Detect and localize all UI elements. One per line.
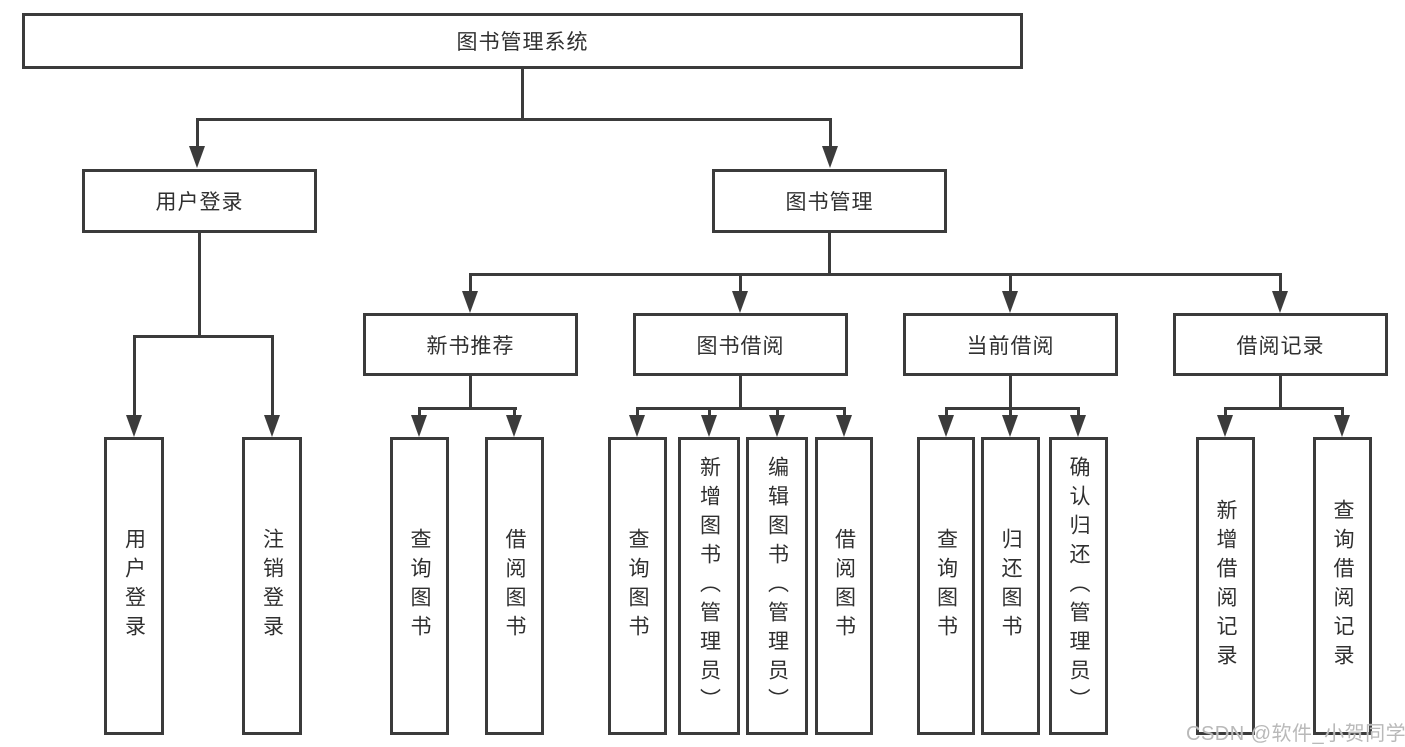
connector-line	[828, 118, 832, 150]
connector-line	[1278, 273, 1282, 295]
leaf-newbook-query-books: 查询图书	[390, 437, 449, 735]
connector-line	[1008, 407, 1012, 419]
leaf-label: 借阅图书	[832, 528, 856, 644]
connector-line	[828, 233, 831, 273]
connector-line	[468, 273, 1282, 276]
connector-line	[1341, 407, 1344, 419]
node-book-management: 图书管理	[712, 169, 947, 233]
arrowhead-down-icon	[822, 146, 838, 168]
arrowhead-down-icon	[836, 415, 852, 437]
connector-line	[738, 273, 742, 295]
node-user-login: 用户登录	[82, 169, 317, 233]
connector-line	[1076, 407, 1080, 419]
connector-line	[635, 407, 846, 410]
node-new-book-recommend: 新书推荐	[363, 313, 578, 376]
leaf-records-query-record: 查询借阅记录	[1313, 437, 1372, 735]
node-root: 图书管理系统	[22, 13, 1023, 69]
leaf-label: 查询借阅记录	[1331, 499, 1354, 673]
arrowhead-down-icon	[938, 415, 954, 437]
leaf-borrow-edit-books-admin: 编辑图书（管理员）	[746, 437, 808, 735]
arrowhead-down-icon	[769, 415, 785, 437]
leaf-label: 借阅图书	[503, 528, 526, 644]
arrowhead-down-icon	[1002, 415, 1018, 437]
connector-line	[944, 407, 1080, 410]
arrowhead-down-icon	[1002, 291, 1018, 313]
connector-line	[707, 407, 711, 419]
node-current-borrow: 当前借阅	[903, 313, 1118, 376]
leaf-label: 确认归还（管理员）	[1067, 455, 1090, 717]
connector-line	[775, 407, 779, 419]
leaf-label: 注销登录	[260, 528, 284, 644]
leaf-records-add-record: 新增借阅记录	[1196, 437, 1255, 735]
arrowhead-down-icon	[264, 415, 280, 437]
connector-line	[520, 69, 524, 118]
leaf-label: 查询图书	[408, 528, 431, 644]
arrowhead-down-icon	[1334, 415, 1350, 437]
connector-line	[132, 335, 274, 338]
leaf-borrow-add-books-admin: 新增图书（管理员）	[678, 437, 740, 735]
arrowhead-down-icon	[1070, 415, 1086, 437]
csdn-watermark: CSDN @软件_小贺同学	[1186, 723, 1405, 745]
connector-line	[195, 118, 832, 121]
connector-line	[195, 118, 199, 150]
leaf-current-return-books: 归还图书	[981, 437, 1040, 735]
connector-line	[469, 376, 472, 407]
node-book-borrow: 图书借阅	[633, 313, 848, 376]
connector-line	[1009, 376, 1012, 407]
node-label: 图书管理系统	[456, 31, 589, 54]
arrowhead-down-icon	[629, 415, 645, 437]
leaf-label: 编辑图书（管理员）	[765, 455, 789, 717]
node-label: 图书管理	[785, 191, 874, 214]
leaf-label: 新增图书（管理员）	[697, 455, 721, 717]
arrowhead-down-icon	[506, 415, 522, 437]
leaf-current-confirm-return-admin: 确认归还（管理员）	[1049, 437, 1108, 735]
arrowhead-down-icon	[1272, 291, 1288, 313]
connector-line	[1224, 407, 1227, 419]
arrowhead-down-icon	[701, 415, 717, 437]
leaf-current-query-books: 查询图书	[917, 437, 975, 735]
arrowhead-down-icon	[732, 291, 748, 313]
leaf-borrow-borrow-books: 借阅图书	[815, 437, 873, 735]
node-borrow-records: 借阅记录	[1173, 313, 1388, 376]
node-label: 图书借阅	[696, 334, 785, 358]
connector-line	[944, 407, 948, 419]
connector-line	[270, 335, 274, 419]
leaf-newbook-borrow-books: 借阅图书	[485, 437, 544, 735]
node-label: 用户登录	[155, 191, 244, 214]
connector-line	[842, 407, 846, 419]
leaf-logout: 注销登录	[242, 437, 302, 735]
connector-line	[418, 407, 421, 419]
node-label: 新书推荐	[426, 334, 515, 358]
connector-line	[635, 407, 639, 419]
leaf-label: 查询图书	[934, 528, 958, 644]
connector-line	[132, 335, 136, 419]
arrowhead-down-icon	[462, 291, 478, 313]
leaf-label: 查询图书	[626, 528, 649, 644]
leaf-borrow-query-books: 查询图书	[608, 437, 667, 735]
connector-line	[739, 376, 742, 407]
connector-line	[198, 233, 201, 335]
connector-line	[1279, 376, 1282, 407]
leaf-label: 新增借阅记录	[1214, 499, 1237, 673]
leaf-label: 用户登录	[122, 528, 146, 644]
connector-line	[513, 407, 516, 419]
leaf-label: 归还图书	[999, 528, 1022, 644]
arrowhead-down-icon	[126, 415, 142, 437]
arrowhead-down-icon	[1217, 415, 1233, 437]
arrowhead-down-icon	[189, 146, 205, 168]
connector-line	[468, 273, 472, 295]
connector-line	[1008, 273, 1012, 295]
node-label: 借阅记录	[1236, 334, 1325, 358]
leaf-user-login: 用户登录	[104, 437, 164, 735]
node-label: 当前借阅	[966, 334, 1055, 358]
connector-line	[418, 407, 517, 410]
arrowhead-down-icon	[411, 415, 427, 437]
connector-line	[1224, 407, 1344, 410]
